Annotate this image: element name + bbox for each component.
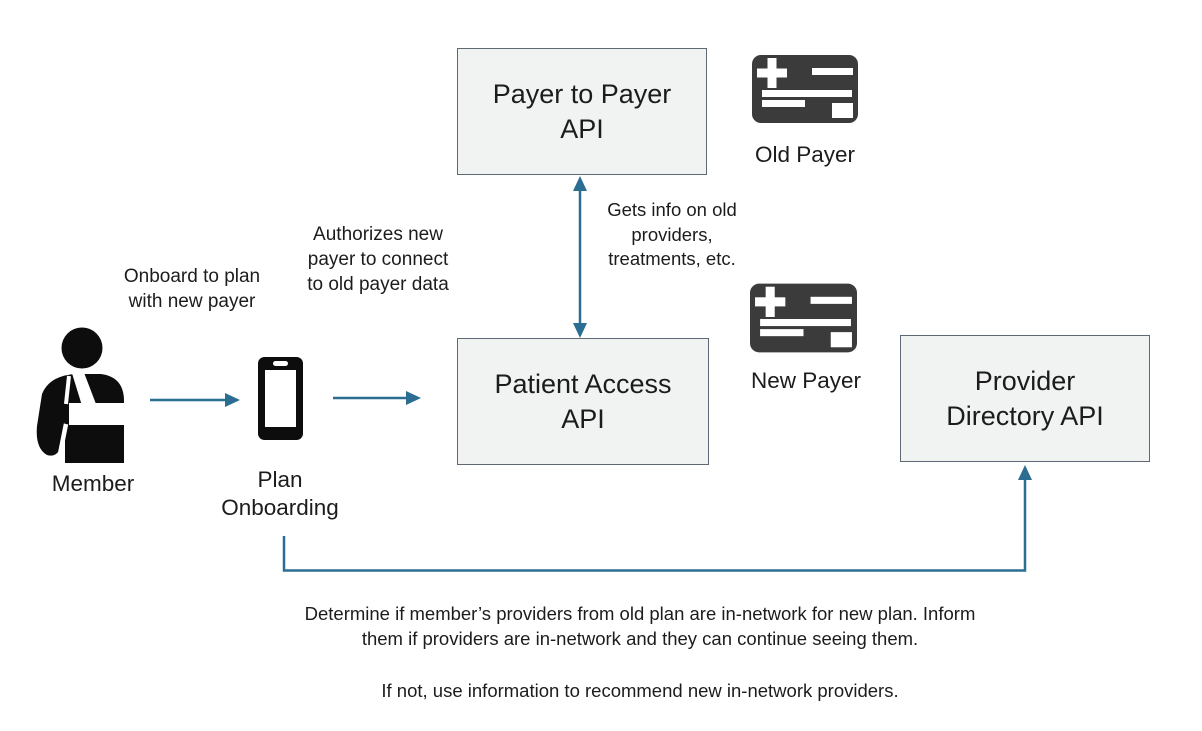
payer-to-payer-api-box: Payer to Payer API <box>457 48 707 175</box>
new-payer-insurance-card-icon <box>750 283 857 353</box>
payer-to-payer-api-label: Payer to Payer API <box>492 78 672 144</box>
provider-directory-api-box: Provider Directory API <box>900 335 1150 462</box>
onboarding-to-provider-directory-connector <box>282 465 1032 572</box>
plan-onboarding-label: Plan Onboarding <box>221 467 339 520</box>
patient-access-to-payer-to-payer-double-arrow <box>573 176 587 338</box>
onboard-annotation: Onboard to plan with new payer <box>123 266 261 312</box>
bottom-paragraph-2: If not, use information to recommend new… <box>381 680 899 701</box>
provider-directory-api-label: Provider Directory API <box>946 365 1104 431</box>
new-payer-label: New Payer <box>750 368 862 393</box>
member-label: Member <box>51 471 135 496</box>
member-to-onboarding-arrow <box>150 393 240 407</box>
old-payer-insurance-card-icon <box>752 55 858 123</box>
onboarding-to-patient-access-arrow <box>333 391 421 405</box>
authorizes-annotation: Authorizes new payer to connect to old p… <box>307 224 449 295</box>
person-arm-sling-icon <box>35 326 150 464</box>
gets-info-annotation: Gets info on old providers, treatments, … <box>607 199 737 269</box>
smartphone-icon <box>258 357 303 440</box>
old-payer-label: Old Payer <box>754 142 856 167</box>
patient-access-api-label: Patient Access API <box>494 368 672 434</box>
bottom-paragraph-1: Determine if member’s providers from old… <box>304 603 976 649</box>
patient-access-api-box: Patient Access API <box>457 338 709 465</box>
